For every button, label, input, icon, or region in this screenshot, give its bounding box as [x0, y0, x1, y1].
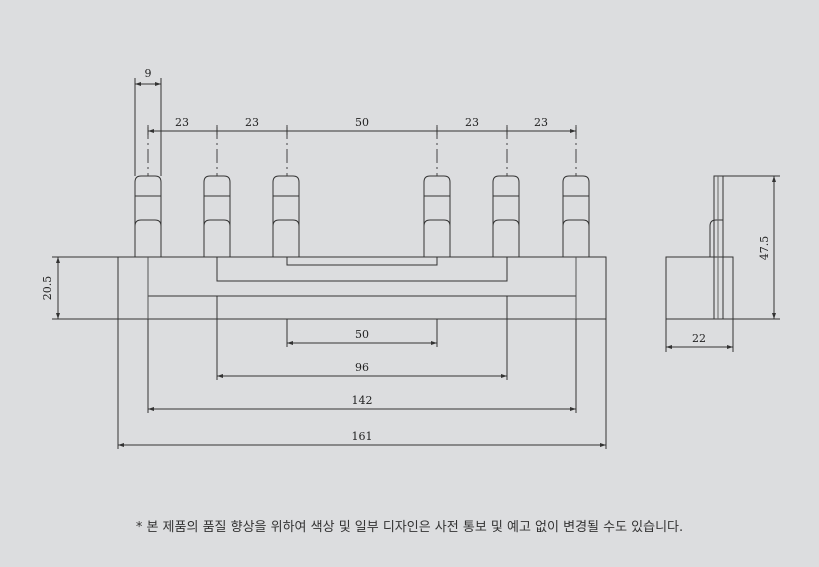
dim-label-47-5: 47.5: [758, 236, 771, 261]
pin-centerlines: [147, 125, 577, 176]
dim-label-23-b: 23: [245, 116, 259, 129]
dim-label-50-bottom: 50: [355, 328, 369, 341]
dim-label-20-5: 20.5: [41, 276, 54, 301]
footnote: * 본 제품의 품질 향상을 위하여 색상 및 일부 디자인은 사전 통보 및 …: [135, 520, 684, 535]
pin-1: [134, 175, 162, 257]
dim-label-22: 22: [692, 332, 706, 345]
dim-label-96: 96: [355, 361, 369, 374]
pin-5: [492, 175, 520, 257]
pin-6: [562, 175, 590, 257]
dim-extension-lines: [117, 296, 607, 449]
pin-3: [272, 175, 300, 257]
dim-arrowheads: [56, 82, 776, 447]
dim-line-20-5: [52, 256, 118, 320]
dim-label-142: 142: [352, 394, 373, 407]
dim-label-23-d: 23: [534, 116, 548, 129]
dim-lines-bottom: [118, 342, 606, 446]
dim-label-23-c: 23: [465, 116, 479, 129]
pin-2: [203, 175, 231, 257]
dim-label-161: 161: [352, 430, 373, 443]
side-view: [665, 175, 780, 352]
front-view-pins: [134, 175, 590, 257]
dim-label-9: 9: [145, 67, 152, 80]
front-view-body: [117, 256, 607, 320]
dim-label-23-a: 23: [175, 116, 189, 129]
dim-label-50-top: 50: [355, 116, 369, 129]
pin-4: [423, 175, 451, 257]
